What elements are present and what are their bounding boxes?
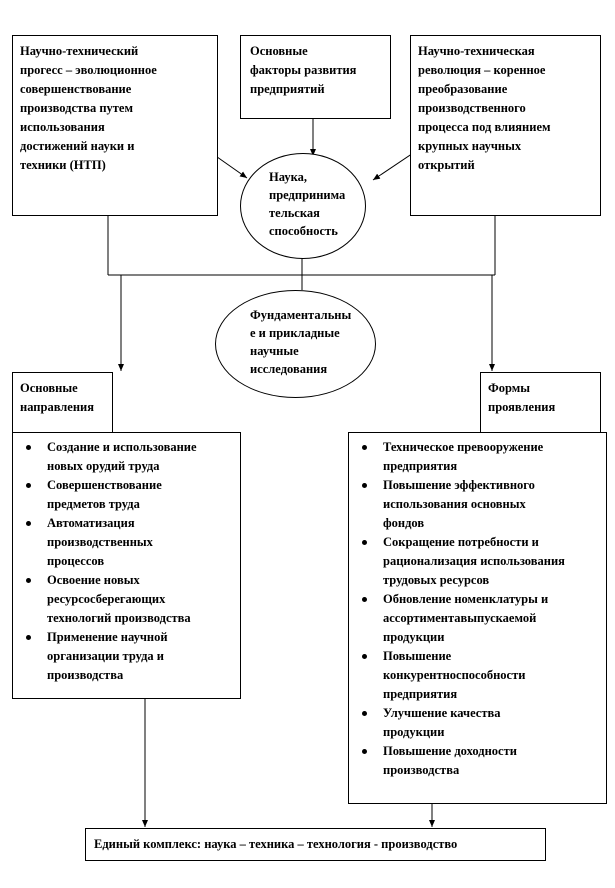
research-ellipse: Фундаментальны е и прикладные научные ис… <box>215 290 376 398</box>
science-text: Наука, предпринима тельская способность <box>269 170 346 238</box>
list-item: Совершенствование предметов труда <box>13 476 240 514</box>
factors-text: Основные факторы развития предприятий <box>250 44 357 96</box>
forms-list-box: Техническое превооружение предприятия По… <box>348 432 607 804</box>
result-box: Единый комплекс: наука – техника – техно… <box>85 828 546 861</box>
ntp-box: Научно-технический прогесс – эволюционно… <box>12 35 218 216</box>
list-item: Повышение эффективного использования осн… <box>349 476 606 533</box>
directions-title: Основные направления <box>20 381 95 414</box>
list-item: Обновление номенклатуры и ассортиментавы… <box>349 590 606 647</box>
list-item: Создание и использование новых орудий тр… <box>13 438 240 476</box>
result-text: Единый комплекс: наука – техника – техно… <box>94 837 458 851</box>
list-item: Повышение доходности производства <box>349 742 606 780</box>
forms-title: Формы проявления <box>488 381 556 414</box>
directions-title-box: Основные направления <box>12 372 113 433</box>
directions-list-box: Создание и использование новых орудий тр… <box>12 432 241 699</box>
forms-title-box: Формы проявления <box>480 372 601 433</box>
ntr-box: Научно-техническая революция – коренное … <box>410 35 601 216</box>
ntp-text: Научно-технический прогесс – эволюционно… <box>20 44 157 172</box>
list-item: Сокращение потребности и рационализация … <box>349 533 606 590</box>
list-item: Освоение новых ресурсосберегающих технол… <box>13 571 240 628</box>
research-text: Фундаментальны е и прикладные научные ис… <box>250 308 352 376</box>
list-item: Автоматизация производственных процессов <box>13 514 240 571</box>
list-item: Техническое превооружение предприятия <box>349 438 606 476</box>
list-item: Повышение конкурентноспособности предпри… <box>349 647 606 704</box>
list-item: Улучшение качества продукции <box>349 704 606 742</box>
ntr-text: Научно-техническая революция – коренное … <box>418 44 551 172</box>
list-item: Применение научной организации труда и п… <box>13 628 240 685</box>
science-ellipse: Наука, предпринима тельская способность <box>240 153 366 259</box>
factors-box: Основные факторы развития предприятий <box>240 35 391 119</box>
